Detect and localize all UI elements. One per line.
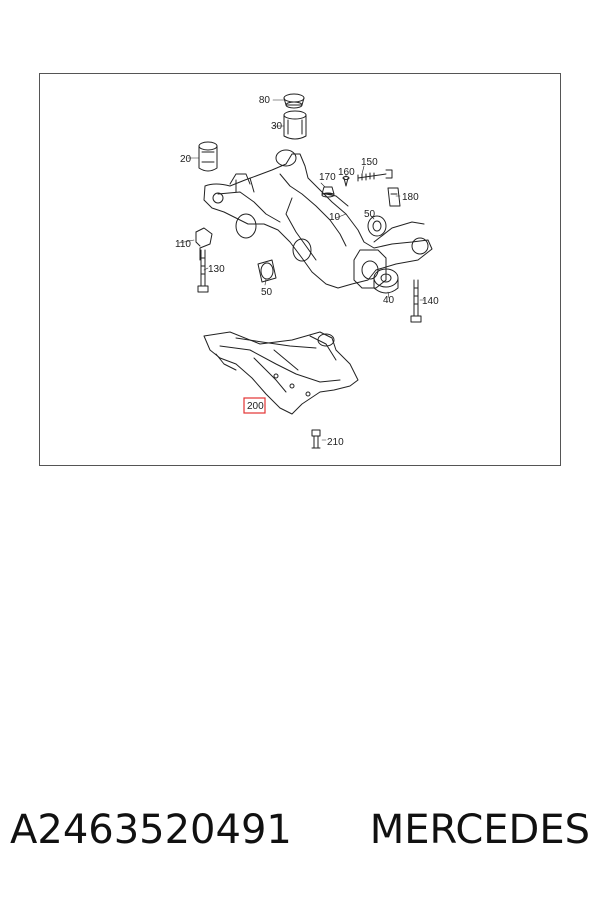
part-170-nut [321,186,335,198]
part-110-bracket [195,227,213,261]
label-part-20: 20 [180,154,192,165]
label-part-30: 30 [271,121,283,132]
part-number: A2463520491 [10,807,292,853]
part-50-bushing-right [367,215,387,237]
part-200-shield [203,331,359,415]
label-part-80: 80 [259,95,271,106]
label-part-10: 10 [329,212,341,223]
label-part-130: 130 [208,264,225,275]
product-caption: A2463520491 MERCEDES [10,800,590,860]
part-130-bolt [197,249,209,293]
label-part-210: 210 [327,437,344,448]
part-140-bolt [410,279,422,323]
part-210-screw [311,429,321,449]
leader-lines [178,99,426,441]
label-part-160: 160 [338,167,355,178]
label-part-50-upper: 50 [364,209,376,220]
label-part-140: 140 [422,296,439,307]
part-50-bushing-lower [257,259,277,283]
label-part-110: 110 [175,239,191,250]
label-part-50-lower: 50 [261,287,273,298]
part-10-subframe [203,149,433,289]
label-part-200: 200 [247,401,264,412]
label-part-40: 40 [383,295,395,306]
label-part-180: 180 [402,192,419,203]
part-80-cap [283,93,305,109]
part-180-clip [387,187,401,207]
part-150-bolt [357,169,393,182]
label-part-170: 170 [319,172,336,183]
highlight-box-part-200 [243,397,266,414]
label-part-150: 150 [361,157,378,168]
part-40-bushing [373,268,399,294]
brand-name: MERCEDES [369,807,590,853]
exploded-view-diagram: 80 30 20 170 160 150 180 10 50 110 130 5… [175,93,439,449]
part-30-bushing [283,110,307,140]
part-20-bushing [198,141,218,172]
diagram-frame: 80 30 20 170 160 150 180 10 50 110 130 5… [39,73,561,466]
